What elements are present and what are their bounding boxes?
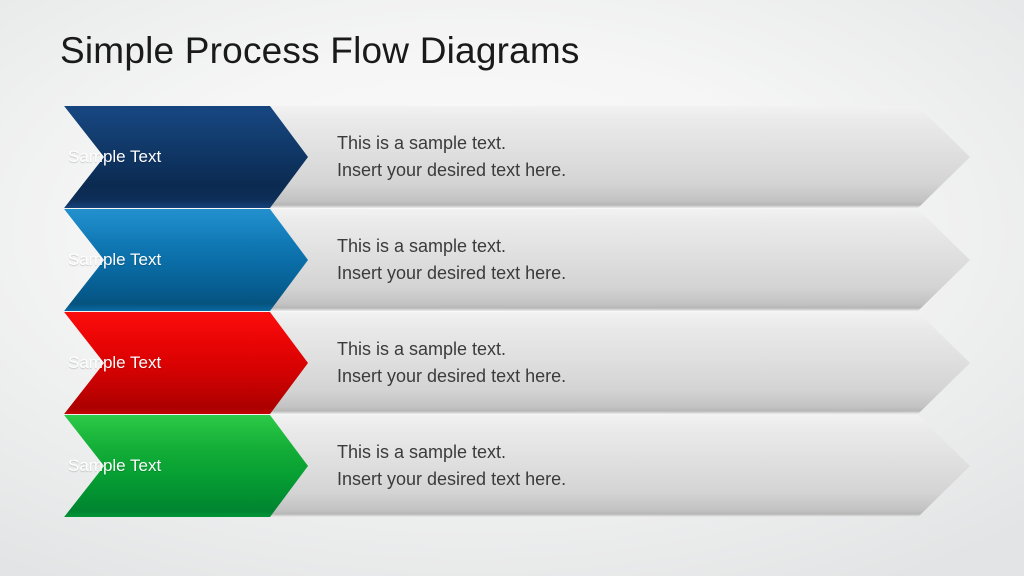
description-line-2a: This is a sample text.: [337, 236, 507, 257]
chevron-shape-4[interactable]: [64, 415, 308, 517]
description-line-3b: Insert your desired text here.: [337, 365, 567, 386]
chevron-shape-3[interactable]: [64, 312, 308, 414]
description-text-4: This is a sample text. Insert your desir…: [337, 415, 566, 517]
chevron-fill-2: [64, 209, 308, 311]
description-line-1a: This is a sample text.: [337, 133, 507, 154]
process-row-4[interactable]: Sample Text This is a sample text. Inser…: [0, 415, 1024, 517]
process-row-3[interactable]: Sample Text This is a sample text. Inser…: [0, 312, 1024, 414]
chevron-label-3: Sample Text: [68, 353, 162, 372]
description-text-2: This is a sample text. Insert your desir…: [337, 209, 566, 311]
chevron-label-2: Sample Text: [68, 250, 162, 269]
chevron-fill-3: [64, 312, 308, 414]
description-text-1: This is a sample text. Insert your desir…: [337, 106, 566, 208]
chevron-label-4: Sample Text: [68, 456, 162, 475]
description-line-3a: This is a sample text.: [337, 339, 507, 360]
process-row-2[interactable]: Sample Text This is a sample text. Inser…: [0, 209, 1024, 311]
chevron-label-1: Sample Text: [68, 147, 162, 166]
process-row-1[interactable]: Sample Text This is a sample text. Inser…: [0, 106, 1024, 208]
chevron-fill-4: [64, 415, 308, 517]
description-line-4b: Insert your desired text here.: [337, 468, 567, 489]
page-title: Simple Process Flow Diagrams: [60, 30, 580, 71]
description-line-1b: Insert your desired text here.: [337, 159, 567, 180]
description-line-4a: This is a sample text.: [337, 442, 507, 463]
chevron-shape-1[interactable]: [64, 106, 308, 208]
description-text-3: This is a sample text. Insert your desir…: [337, 312, 566, 414]
chevron-shape-2[interactable]: [64, 209, 308, 311]
chevron-fill-1: [64, 106, 308, 208]
description-line-2b: Insert your desired text here.: [337, 262, 567, 283]
